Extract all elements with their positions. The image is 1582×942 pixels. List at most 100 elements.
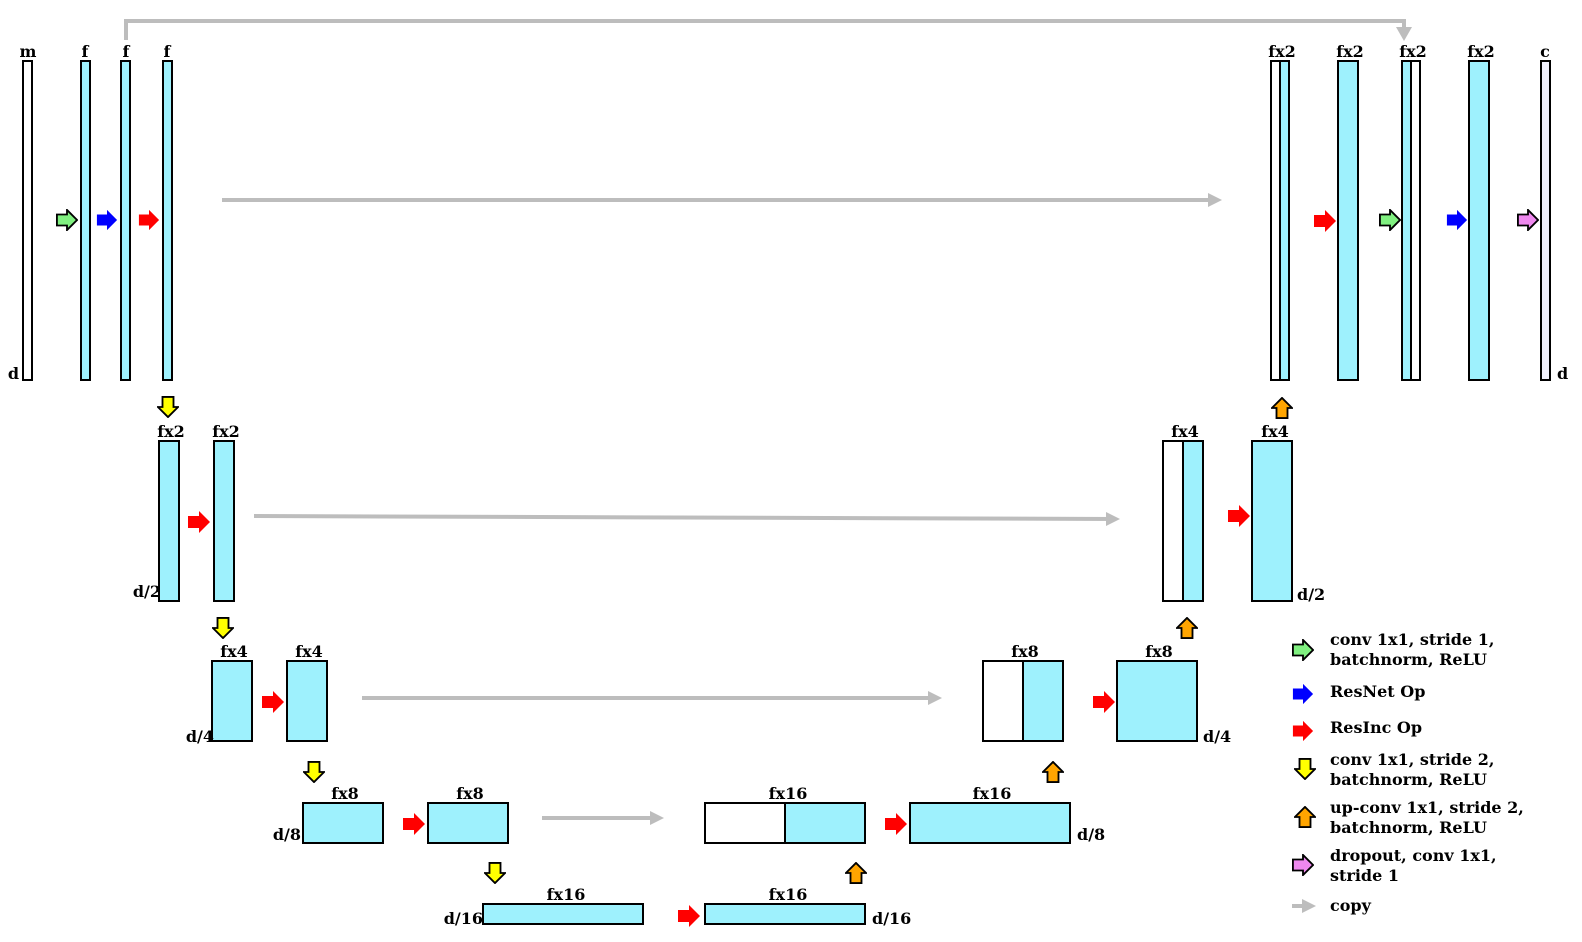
copy-arrow-level-2 bbox=[253, 514, 1117, 521]
legend-red-arrow-icon bbox=[1292, 720, 1314, 742]
channel-label-fx8-enc-2: fx8 bbox=[456, 784, 484, 803]
feature-block-fx2-dec-2 bbox=[1468, 60, 1490, 381]
yellow-down-arrow-4 bbox=[484, 862, 506, 884]
red-resinc-arrow-dec-2 bbox=[1228, 505, 1250, 527]
blue-resnet-arrow-1 bbox=[96, 209, 118, 231]
copy-connections bbox=[124, 19, 1412, 825]
feature-block-fx8-enc-2 bbox=[427, 802, 509, 844]
copy-arrow-level-3-head bbox=[928, 691, 942, 705]
channel-label-fx2-enc-1: fx2 bbox=[157, 422, 185, 441]
channel-label-f-2: f bbox=[123, 42, 131, 61]
legend-orange-line-1: up-conv 1x1, stride 2, bbox=[1330, 798, 1524, 817]
decoder-level-2: fx4 fx4 d/2 bbox=[1162, 397, 1325, 604]
channel-label-fx8-dec-2: fx8 bbox=[1145, 642, 1173, 661]
orange-up-arrow-1 bbox=[1271, 397, 1293, 419]
concat-block-fx8-white bbox=[982, 660, 1024, 742]
channel-label-fx16-dec-2: fx16 bbox=[973, 784, 1012, 803]
channel-label-fx4-enc-2: fx4 bbox=[295, 642, 323, 661]
feature-block-f-2 bbox=[120, 60, 131, 381]
channel-label-fx4-enc-1: fx4 bbox=[220, 642, 248, 661]
legend-pink-text: dropout, conv 1x1, stride 1 bbox=[1330, 846, 1502, 885]
red-resinc-arrow-dec-1 bbox=[1314, 210, 1336, 232]
channel-label-fx2-enc-2: fx2 bbox=[212, 422, 240, 441]
feature-block-fx2-enc-1 bbox=[158, 440, 180, 602]
yellow-down-arrow-3 bbox=[303, 761, 325, 783]
yellow-down-arrow-2 bbox=[212, 617, 234, 639]
channel-label-fx2-dec-4: fx2 bbox=[1467, 42, 1495, 61]
feature-block-fx2-dec-1 bbox=[1337, 60, 1359, 381]
spatial-label-d4-left: d/4 bbox=[186, 727, 214, 746]
channel-label-fx8-dec-1: fx8 bbox=[1011, 642, 1039, 661]
channel-label-fx4-dec-1: fx4 bbox=[1171, 422, 1199, 441]
spatial-label-d-right: d bbox=[1557, 364, 1568, 383]
feature-block-fx16-bottom-2 bbox=[704, 903, 866, 925]
legend-green-text: conv 1x1, stride 1, batchnorm, ReLU bbox=[1330, 630, 1500, 669]
red-resinc-arrow-bottom bbox=[678, 905, 700, 927]
decoder-level-1: fx2 fx2 fx2 fx2 c d bbox=[1268, 42, 1568, 383]
red-resinc-arrow-4 bbox=[403, 813, 425, 835]
concat-block-fx8-cyan bbox=[1022, 660, 1064, 742]
channel-label-fx8-enc-1: fx8 bbox=[331, 784, 359, 803]
encoder-level-2: fx2 fx2 d/2 bbox=[133, 422, 240, 639]
concat-block-fx2-white-1 bbox=[1270, 60, 1281, 381]
legend-orange-line-2: batchnorm, ReLU bbox=[1330, 818, 1487, 837]
orange-up-arrow-2 bbox=[1176, 617, 1198, 639]
feature-block-fx4-enc-2 bbox=[286, 660, 328, 742]
legend-copy-text: copy bbox=[1330, 896, 1372, 915]
spatial-label-d2-right: d/2 bbox=[1297, 585, 1325, 604]
copy-arrow-top-bracket-head bbox=[1396, 27, 1412, 41]
bottleneck-level: fx16 fx16 d/16 d/16 bbox=[444, 862, 911, 928]
channel-label-c: c bbox=[1540, 42, 1550, 61]
legend-blue-arrow-icon bbox=[1292, 683, 1314, 705]
legend-yellow-arrow-icon bbox=[1294, 758, 1316, 780]
feature-block-fx4-enc-1 bbox=[211, 660, 253, 742]
input-block-m bbox=[22, 60, 33, 381]
channel-label-f-1: f bbox=[82, 42, 90, 61]
copy-arrow-level-2-head bbox=[1106, 512, 1120, 526]
green-conv-arrow-1 bbox=[56, 209, 78, 231]
concat-block-fx4-white bbox=[1162, 440, 1184, 602]
concat-block-fx4-cyan bbox=[1182, 440, 1204, 602]
feature-block-fx8-dec bbox=[1116, 660, 1198, 742]
legend-yellow-text: conv 1x1, stride 2, batchnorm, ReLU bbox=[1330, 750, 1500, 789]
channel-label-m: m bbox=[20, 42, 37, 61]
legend-pink-line-2: stride 1 bbox=[1330, 866, 1399, 885]
encoder-level-3: fx4 fx4 d/4 bbox=[186, 642, 328, 783]
output-block-c bbox=[1540, 60, 1551, 381]
legend-orange-text: up-conv 1x1, stride 2, batchnorm, ReLU bbox=[1330, 798, 1529, 837]
blue-resnet-arrow-2 bbox=[1446, 209, 1468, 231]
copy-arrow-level-1-head bbox=[1208, 193, 1222, 207]
feature-block-f-1 bbox=[80, 60, 91, 381]
feature-block-fx2-enc-2 bbox=[213, 440, 235, 602]
red-resinc-arrow-dec-3 bbox=[1093, 691, 1115, 713]
red-resinc-arrow-2 bbox=[188, 511, 210, 533]
encoder-level-4: fx8 fx8 d/8 bbox=[273, 784, 509, 884]
channel-label-fx16-dec-1: fx16 bbox=[769, 784, 808, 803]
red-resinc-arrow-3 bbox=[262, 691, 284, 713]
legend-red-text: ResInc Op bbox=[1330, 718, 1422, 737]
red-resinc-arrow-1 bbox=[138, 209, 160, 231]
feature-block-f-3 bbox=[162, 60, 173, 381]
legend-green-arrow-icon bbox=[1292, 639, 1314, 661]
concat-block-fx2-cyan-2 bbox=[1401, 60, 1412, 381]
channel-label-fx2-dec-3: fx2 bbox=[1399, 42, 1427, 61]
legend: conv 1x1, stride 1, batchnorm, ReLU ResN… bbox=[1292, 630, 1529, 915]
legend-yellow-line-1: conv 1x1, stride 2, bbox=[1330, 750, 1494, 769]
channel-label-fx2-dec-2: fx2 bbox=[1336, 42, 1364, 61]
channel-label-f-3: f bbox=[164, 42, 172, 61]
pink-dropout-arrow bbox=[1517, 209, 1539, 231]
spatial-label-d4-right: d/4 bbox=[1203, 727, 1231, 746]
channel-label-fx2-dec-1: fx2 bbox=[1268, 42, 1296, 61]
legend-orange-arrow-icon bbox=[1294, 806, 1316, 828]
copy-arrow-top-bracket bbox=[124, 19, 1406, 40]
encoder-level-1: m f f f d bbox=[8, 42, 179, 418]
orange-up-arrow-4 bbox=[845, 862, 867, 884]
channel-label-fx4-dec-2: fx4 bbox=[1261, 422, 1289, 441]
spatial-label-d-left: d bbox=[8, 364, 19, 383]
feature-block-fx16-bottom-1 bbox=[482, 903, 644, 925]
concat-block-fx16-white bbox=[704, 802, 786, 844]
legend-blue-text: ResNet Op bbox=[1330, 682, 1425, 701]
orange-up-arrow-3 bbox=[1042, 761, 1064, 783]
legend-green-line-2: batchnorm, ReLU bbox=[1330, 650, 1487, 669]
